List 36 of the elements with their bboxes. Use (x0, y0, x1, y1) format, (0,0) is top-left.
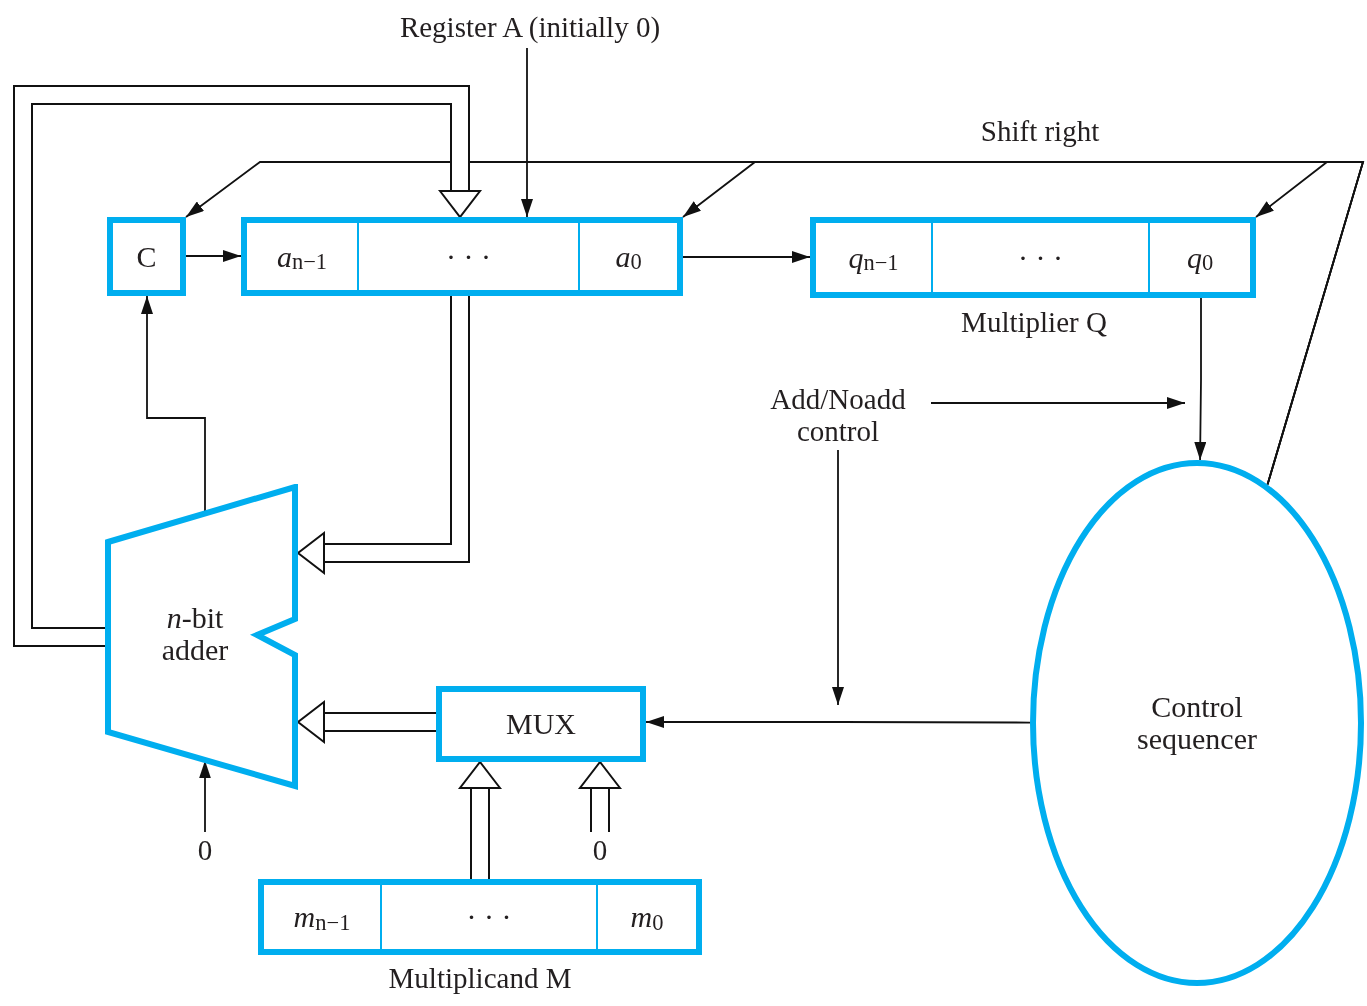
bit-cell-text: m$_{n−1}$ (292, 899, 352, 937)
bit-cell-text: a$_{n−1}$ (275, 238, 329, 277)
bit-cell: · · · (357, 223, 578, 290)
arrow (1255, 161, 1365, 486)
bit-cell: · · · (931, 223, 1148, 292)
sequencer-label: Control sequencer (1136, 691, 1258, 755)
bus-arrow (13, 85, 483, 647)
box-label: C (136, 241, 157, 272)
bus-arrow (296, 296, 470, 576)
arrow (832, 449, 844, 706)
bit-cell-text: q$_{n−1}$ (847, 239, 900, 278)
signal-label: Add/Noadd control (745, 380, 931, 450)
signal-label: 0 (190, 832, 220, 868)
arrow (682, 251, 811, 263)
arrow (930, 397, 1186, 409)
adder-label: n-bit adder (160, 602, 230, 666)
register-box (258, 879, 702, 955)
bus-arrow (457, 760, 503, 879)
register-box (107, 217, 186, 296)
bus-arrow (577, 760, 623, 832)
bit-cell: m$_{0}$ (596, 885, 696, 949)
signal-label: 0 (585, 832, 615, 868)
arrow (521, 47, 533, 218)
bit-cell: a$_{0}$ (578, 223, 677, 290)
signal-label: Register A (initially 0) (350, 6, 710, 48)
register-box (810, 217, 1256, 298)
bit-cell: · · · (380, 885, 596, 949)
arrow (645, 716, 1031, 728)
arrow (185, 250, 242, 262)
bit-cell: q$_{0}$ (1148, 223, 1250, 292)
bus-arrow (296, 699, 436, 745)
box-label: MUX (506, 709, 576, 739)
arrow (141, 295, 206, 513)
arrow (1194, 297, 1207, 461)
register-caption: Multiplicand M (388, 962, 572, 994)
register-caption: Multiplier Q (961, 306, 1107, 338)
